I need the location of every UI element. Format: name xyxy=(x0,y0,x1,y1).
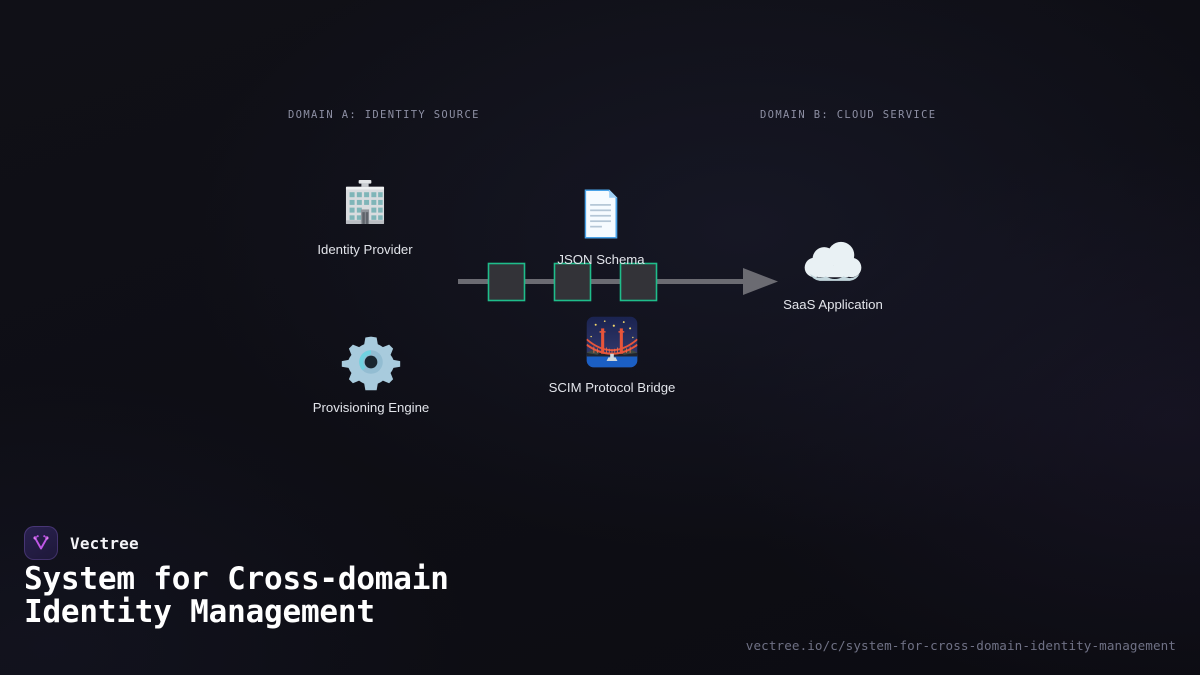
node-label-provisioning-engine: Provisioning Engine xyxy=(312,400,430,415)
node-label-scim-protocol-bridge: SCIM Protocol Bridge xyxy=(548,380,676,395)
vectree-v-logo-icon xyxy=(24,526,58,560)
node-label-identity-provider: Identity Provider xyxy=(317,242,413,257)
pipeline-line xyxy=(458,279,745,284)
page-title: System for Cross-domain Identity Managem… xyxy=(24,561,449,630)
node-label-json-schema: JSON Schema xyxy=(557,252,645,267)
node-label-saas-application: SaaS Application xyxy=(783,297,883,312)
gear-icon xyxy=(341,336,401,391)
node-provisioning-engine: Provisioning Engine xyxy=(271,333,471,414)
footer: Vectree System for Cross-domain Identity… xyxy=(0,515,1200,675)
node-scim-protocol-bridge: SCIM Protocol Bridge xyxy=(512,313,712,394)
bridge-at-night-icon xyxy=(586,316,638,368)
footer-url: vectree.io/c/system-for-cross-domain-ide… xyxy=(745,638,1176,653)
domain-label-a: DOMAIN A: IDENTITY SOURCE xyxy=(288,109,480,121)
pipeline-stage-2 xyxy=(553,262,592,302)
node-identity-provider: Identity Provider xyxy=(265,175,465,256)
node-saas-application: SaaS Application xyxy=(733,240,933,311)
cloud-icon xyxy=(804,241,862,281)
brand-name: Vectree xyxy=(70,533,139,553)
pipeline-stage-1 xyxy=(487,262,526,302)
document-page-icon xyxy=(584,189,618,239)
node-json-schema: JSON Schema xyxy=(501,185,701,266)
pipeline-flow-arrow xyxy=(450,255,790,311)
pipeline-stage-3 xyxy=(619,262,658,302)
brand-row: Vectree xyxy=(24,526,139,560)
pipeline-arrowhead xyxy=(743,268,778,295)
office-building-icon xyxy=(345,179,385,224)
domain-label-b: DOMAIN B: CLOUD SERVICE xyxy=(760,109,937,121)
